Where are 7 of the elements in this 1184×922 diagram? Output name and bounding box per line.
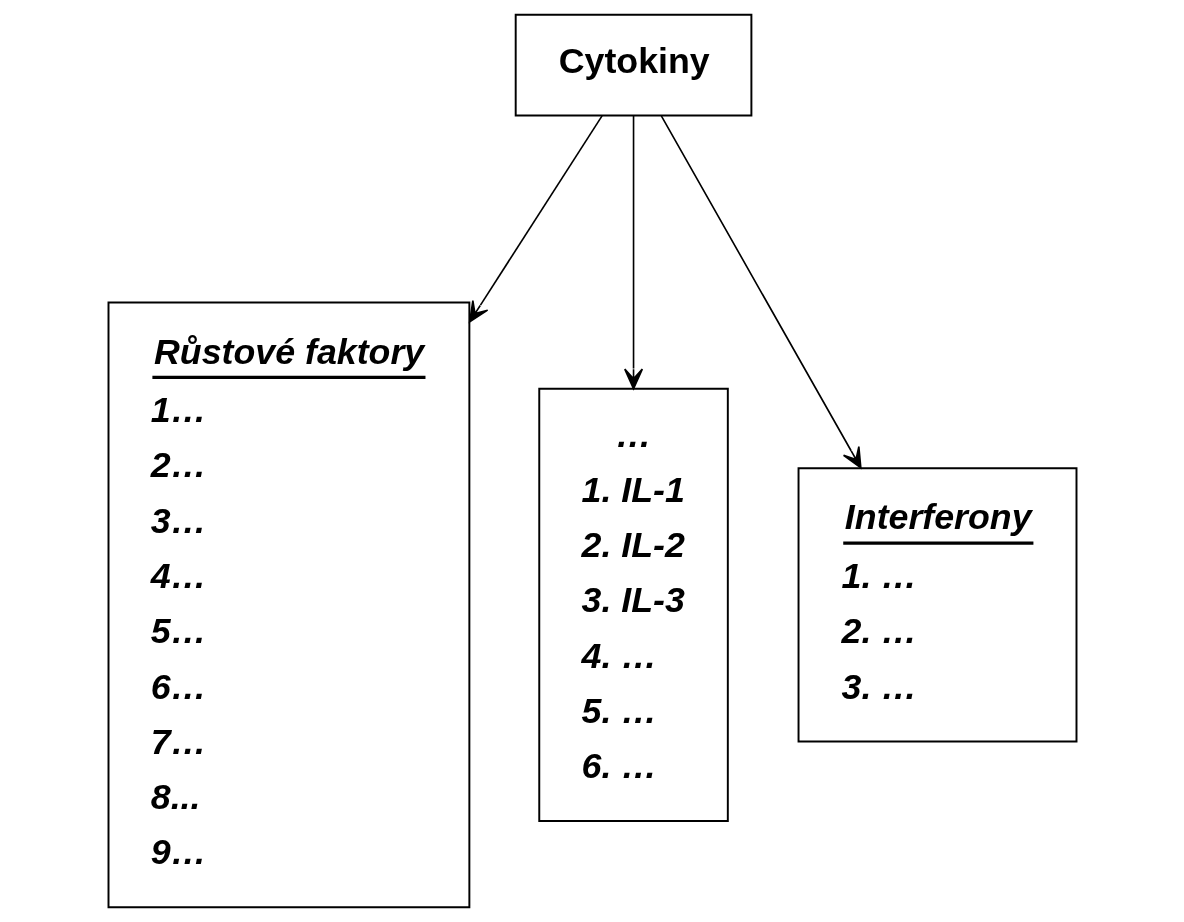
node-box: Cytokiny bbox=[514, 13, 752, 117]
node-box: Růstové faktory 1… 2… 3… 4… 5… 6… 7… 8... 9… bbox=[107, 301, 470, 909]
arrow bbox=[623, 115, 643, 390]
arrow bbox=[468, 115, 603, 323]
node-box: … 1. IL-1 2. IL-2 3. IL-3 4. … 5. … 6. … bbox=[537, 387, 729, 823]
arrow bbox=[660, 115, 862, 469]
node-box: Interferony 1. … 2. … 3. … bbox=[797, 467, 1077, 743]
